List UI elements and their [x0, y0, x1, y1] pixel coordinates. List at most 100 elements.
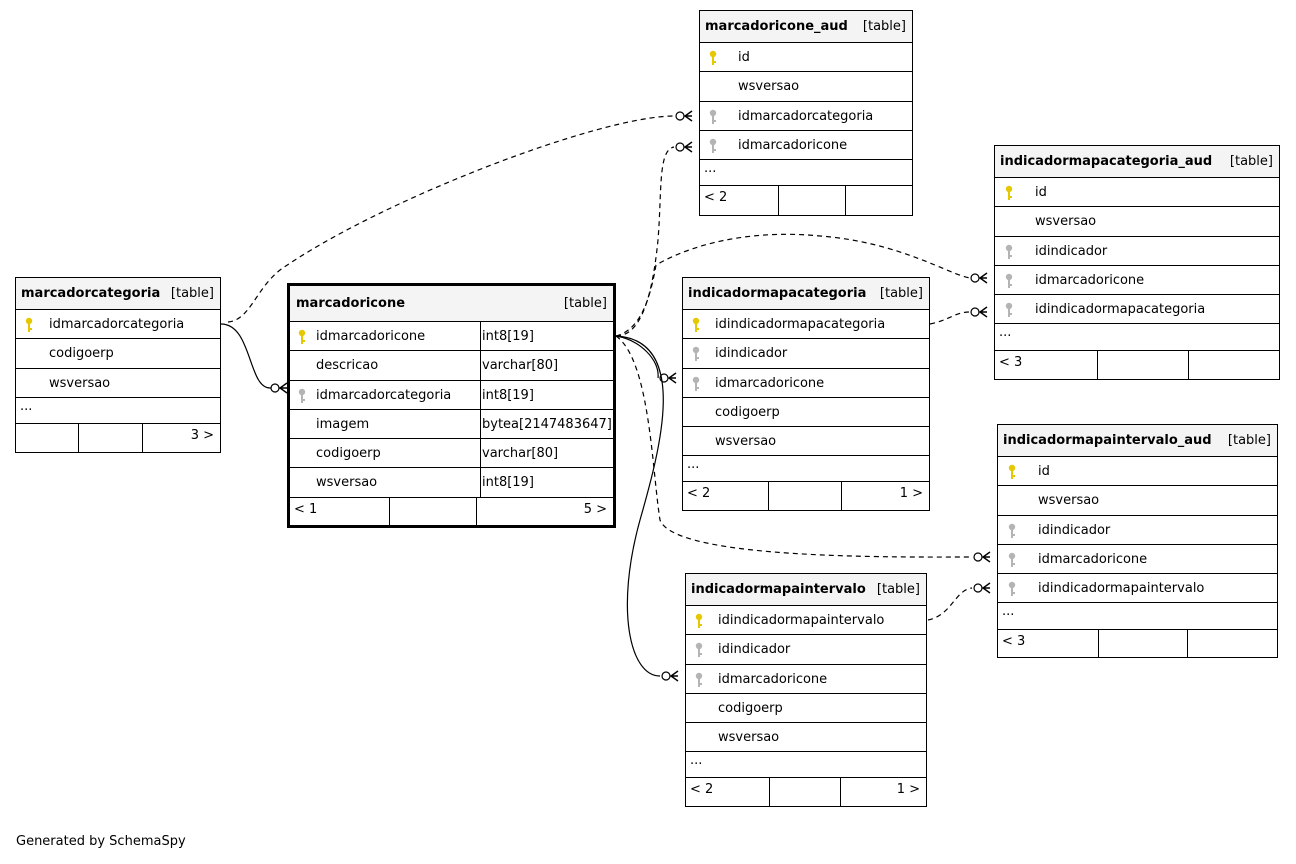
table-header[interactable]: indicadormapacategoria_aud[table] [995, 146, 1279, 178]
primary-key-icon [709, 50, 717, 70]
table-footer: < 2 [700, 186, 912, 216]
column-name: wsversao [49, 375, 111, 391]
more-columns-row: ... [686, 752, 926, 779]
column-row[interactable]: codigoerp [16, 339, 220, 369]
column-divider [480, 468, 481, 497]
column-name: codigoerp [718, 700, 783, 716]
column-row[interactable]: idindicador [683, 339, 929, 369]
edge-marcadoricone-to-indicadormapaintervalo [615, 335, 679, 682]
column-row[interactable]: idindicador [686, 635, 926, 665]
parents-count-cell[interactable]: < 2 [700, 186, 780, 216]
table-marcadorcategoria[interactable]: marcadorcategoria[table] idmarcadorcatego… [15, 277, 221, 453]
column-row[interactable]: wsversao [686, 723, 926, 753]
children-count-cell[interactable]: 3 > [143, 424, 220, 452]
column-row[interactable]: wsversao [16, 369, 220, 398]
table-marcadoricone_aud[interactable]: marcadoricone_aud[table]id wsversao idmarc… [699, 10, 913, 217]
column-name: imagem [316, 416, 370, 432]
table-header[interactable]: marcadorcategoria[table] [16, 278, 220, 310]
primary-key-icon [692, 317, 700, 337]
footer-text: < 3 [1002, 634, 1026, 650]
more-columns-row: ... [700, 160, 912, 187]
table-indicadormapaintervalo[interactable]: indicadormapaintervalo [table] idindicador… [685, 573, 927, 808]
column-row[interactable]: wsversao [998, 486, 1277, 516]
column-row[interactable]: idindicadormapaintervalo [686, 606, 926, 636]
column-name: wsversao [738, 79, 800, 95]
column-row[interactable]: idmarcadorcategoria [700, 102, 912, 131]
more-columns-ellipsis: ... [704, 161, 717, 177]
column-name: idmarcadoricone [1035, 272, 1145, 288]
table-name[interactable]: indicadormapacategoria_aud [1000, 154, 1213, 169]
foreign-key-icon [695, 642, 703, 662]
parents-count-cell[interactable]: < 2 [686, 778, 771, 807]
foreign-key-icon [1008, 552, 1016, 572]
rows-count-cell [1099, 630, 1188, 658]
children-count-cell[interactable]: 1 > [841, 778, 926, 806]
column-name: idmarcadoricone [316, 329, 426, 344]
column-name: idmarcadorcategoria [49, 317, 185, 332]
column-name: idindicadormapaintervalo [718, 613, 885, 628]
column-row[interactable]: idindicador [998, 516, 1277, 545]
optional-marker [661, 671, 671, 681]
column-row[interactable]: idmarcadoricone [700, 131, 912, 161]
table-name[interactable]: indicadormapaintervalo_aud [1003, 433, 1212, 448]
table-indicadormapaintervalo_aud[interactable]: indicadormapaintervalo_aud[table]id wsver… [997, 424, 1278, 659]
table-header[interactable]: indicadormapaintervalo [table] [686, 574, 926, 606]
more-columns-row: ... [16, 398, 220, 424]
column-row[interactable]: idindicador [995, 237, 1279, 266]
table-indicadormapacategoria[interactable]: indicadormapacategoria[table]idindicador… [682, 277, 930, 512]
table-name[interactable]: marcadorcategoria [21, 286, 161, 301]
table-name[interactable]: indicadormapaintervalo [691, 582, 866, 597]
parents-count-cell[interactable]: < 2 [683, 482, 770, 511]
column-row[interactable]: codigoerp [686, 694, 926, 724]
column-name: codigoerp [49, 346, 114, 362]
foreign-key-icon [695, 672, 703, 692]
column-row[interactable]: idmarcadoricone [998, 545, 1277, 575]
column-row[interactable]: wsversao [995, 207, 1279, 237]
table-header[interactable]: indicadormapacategoria[table] [683, 278, 929, 310]
parents-count-cell[interactable]: < 3 [998, 630, 1100, 658]
edge-marcadoricone-to-indicadormapaintervalo-aud [615, 335, 991, 563]
column-name: codigoerp [715, 404, 780, 420]
parents-count-cell[interactable]: < 1 [290, 497, 390, 525]
table-header[interactable]: indicadormapaintervalo_aud[table] [998, 425, 1277, 457]
column-row[interactable]: wsversao [700, 72, 912, 102]
column-row[interactable]: codigoerp [683, 398, 929, 428]
column-row[interactable]: wsversao [683, 427, 929, 457]
children-count-cell[interactable]: 5 > [477, 498, 613, 525]
column-row[interactable]: id [700, 43, 912, 73]
parents-count-cell[interactable]: < 3 [995, 351, 1099, 380]
table-header[interactable]: marcadoricone[table] [290, 286, 613, 322]
column-row[interactable]: idmarcadorcategoria [16, 310, 220, 340]
column-row[interactable]: idindicadormapaintervalo [998, 574, 1277, 604]
children-count-cell [1189, 351, 1279, 379]
column-name: id [1038, 464, 1050, 479]
column-row[interactable]: idindicadormapacategoria [995, 295, 1279, 325]
table-header[interactable]: marcadoricone_aud[table] [700, 11, 912, 43]
many-crowfoot-marker [978, 306, 988, 318]
column-row[interactable]: id [998, 457, 1277, 487]
column-row[interactable]: idindicadormapacategoria [683, 310, 929, 340]
table-type-label: [table] [876, 582, 920, 597]
column-row[interactable]: id [995, 178, 1279, 208]
edge-marcadorcategoria-to-marcadoricone-aud [227, 110, 693, 323]
column-row[interactable]: idmarcadoricone [683, 369, 929, 398]
rows-count-cell [1098, 351, 1189, 380]
column-row[interactable]: idmarcadoricone [686, 665, 926, 694]
table-name[interactable]: marcadoricone_aud [705, 19, 848, 34]
column-divider [480, 351, 481, 380]
table-name[interactable]: marcadoricone [296, 296, 406, 311]
children-count-cell[interactable]: 1 > [842, 482, 929, 510]
table-name[interactable]: indicadormapacategoria [688, 286, 867, 301]
many-crowfoot-marker [978, 272, 988, 284]
column-row[interactable]: idmarcadoricone [995, 266, 1279, 296]
optional-marker [675, 111, 685, 121]
foreign-key-icon [298, 388, 306, 408]
